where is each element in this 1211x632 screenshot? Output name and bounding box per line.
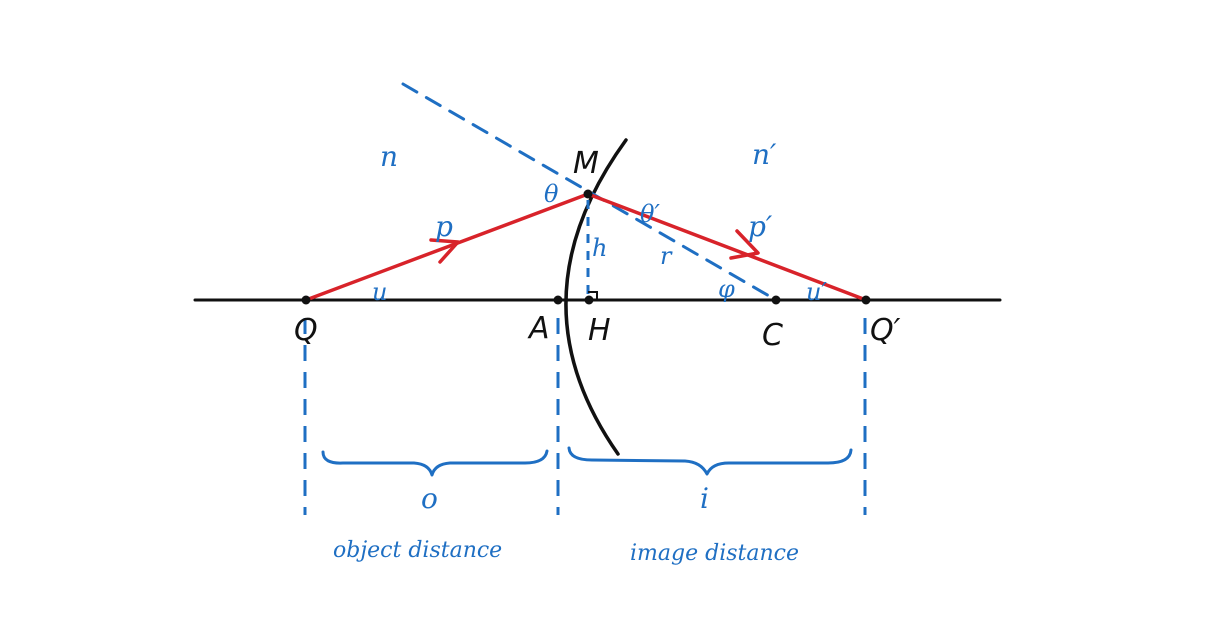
label-phi: φ	[718, 275, 735, 303]
label-m: M	[573, 146, 599, 181]
label-p-prime: p′	[748, 210, 773, 243]
caption-image-distance: image distance	[630, 541, 799, 566]
label-theta: θ	[544, 180, 559, 208]
point-h-dot	[584, 295, 594, 305]
right-angle-marker	[588, 291, 598, 300]
point-m-dot	[583, 189, 593, 199]
image-distance-brace	[567, 446, 853, 476]
label-h-segment: h	[592, 234, 607, 262]
label-n: n	[380, 140, 398, 173]
label-i: i	[700, 482, 709, 515]
label-q-prime: Q′	[870, 313, 901, 348]
point-a-dot	[553, 295, 563, 305]
object-distance-brace	[321, 449, 549, 477]
label-o: o	[421, 482, 438, 515]
label-u-prime: u′	[806, 278, 827, 306]
label-q: Q	[294, 313, 318, 348]
incident-ray	[304, 192, 590, 302]
label-u: u	[372, 278, 387, 306]
refracted-ray-arrow	[729, 229, 760, 260]
caption-object-distance: object distance	[333, 538, 502, 563]
label-r: r	[660, 242, 673, 270]
label-n-prime: n′	[752, 138, 777, 171]
point-q-prime-dot	[861, 295, 871, 305]
incident-ray-arrow	[429, 238, 460, 264]
label-c: C	[762, 318, 783, 353]
label-h: H	[588, 313, 611, 348]
refracted-ray	[586, 192, 868, 302]
refracting-surface	[564, 138, 628, 456]
label-p: p	[435, 210, 453, 243]
label-a: A	[527, 311, 550, 346]
point-c-dot	[771, 295, 781, 305]
label-theta-prime: θ′	[640, 200, 660, 228]
point-q-dot	[301, 295, 311, 305]
